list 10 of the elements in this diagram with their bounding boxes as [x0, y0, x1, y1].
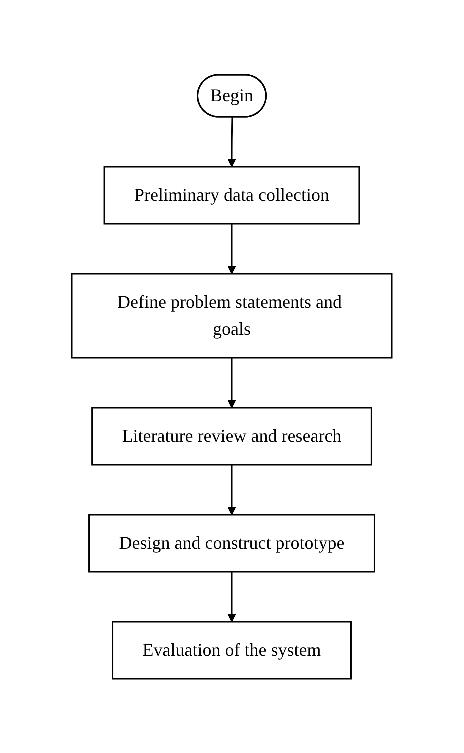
- node-box: Evaluation of the system: [112, 620, 352, 680]
- arrow: [228, 358, 236, 408]
- arrow: [228, 224, 236, 274]
- node-box: Literature review and research: [92, 406, 372, 466]
- node-box: Design and construct prototype: [88, 514, 376, 572]
- arrow: [228, 116, 236, 167]
- arrow: [228, 464, 236, 515]
- node-box: Preliminary data collection: [104, 166, 360, 224]
- arrow: [228, 572, 236, 622]
- node-box: Define problem statements and goals: [71, 272, 393, 358]
